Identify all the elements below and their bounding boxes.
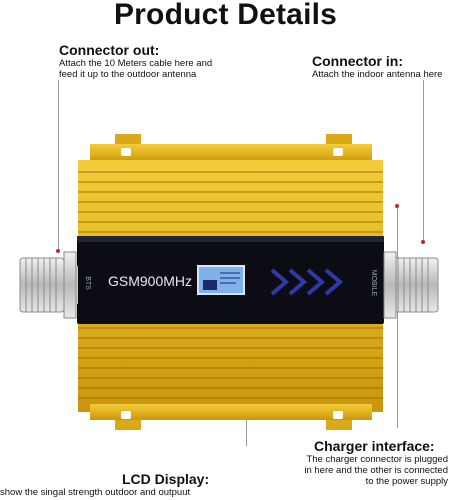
connector-out-text-1: Attach the 10 Meters cable here and <box>59 58 213 69</box>
connector-in-title: Connector in: <box>312 53 403 69</box>
cooling-fins <box>78 171 383 399</box>
connector-in-text: Attach the indoor antenna here <box>312 69 443 80</box>
connector-out-marker-dot <box>56 249 60 253</box>
lcd-display-title: LCD Display: <box>122 471 210 487</box>
charger-marker-dot <box>395 204 399 208</box>
charger-text-3: to the power supply <box>365 476 448 487</box>
lcd-display-text: show the singal strength outdoor and out… <box>0 487 191 498</box>
charger-interface-title: Charger interface: <box>314 438 435 454</box>
charger-guide-line <box>397 206 398 428</box>
charger-text-2: in here and the other is connected <box>304 465 448 476</box>
bottom-mounting-flange <box>90 404 372 430</box>
right-n-connector <box>383 251 439 319</box>
bts-port-label: BTS <box>84 276 91 290</box>
left-n-connector <box>19 251 78 319</box>
mobile-port-label: MOBILE <box>370 270 377 297</box>
connector-out-guide-line <box>58 80 59 250</box>
top-mounting-flange <box>90 134 372 162</box>
lcd-display <box>197 265 245 295</box>
bottom-left-mount-hole <box>121 411 131 419</box>
charger-text-1: The charger connector is plugged <box>306 454 448 465</box>
connector-in-marker-dot <box>421 240 425 244</box>
connector-out-title: Connector out: <box>59 42 160 58</box>
connector-in-guide-line <box>423 80 424 240</box>
signal-arrows-icon <box>270 268 344 296</box>
model-label: GSM900MHz <box>108 273 192 289</box>
bottom-right-mount-hole <box>333 411 343 419</box>
top-left-mount-hole <box>121 148 131 156</box>
top-right-mount-hole <box>333 148 343 156</box>
page-title: Product Details <box>113 0 338 31</box>
connector-out-text-2: feed it up to the outdoor antenna <box>59 69 197 80</box>
